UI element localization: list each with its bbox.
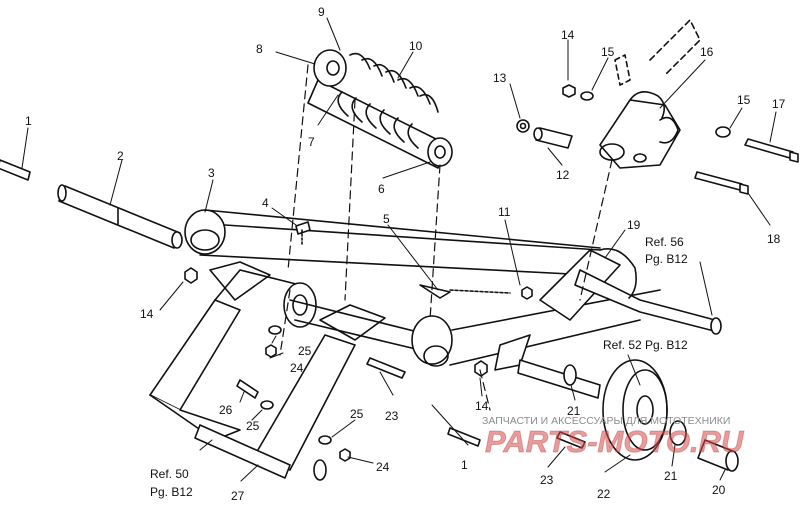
callout-26: 26 bbox=[219, 403, 233, 417]
callout-13: 13 bbox=[493, 71, 507, 85]
leader-lines bbox=[21, 17, 777, 482]
callout-1: 1 bbox=[25, 114, 32, 128]
callout-18: 18 bbox=[767, 232, 781, 246]
callout-1-lower: 1 bbox=[461, 458, 468, 472]
callout-25-middle: 25 bbox=[246, 419, 260, 433]
callout-25-lower: 25 bbox=[350, 407, 364, 421]
callout-8: 8 bbox=[256, 42, 263, 56]
callout-11: 11 bbox=[498, 205, 511, 219]
callout-12: 12 bbox=[556, 168, 570, 182]
callout-21-bottom: 21 bbox=[664, 469, 678, 483]
callout-2: 2 bbox=[117, 149, 124, 163]
reference-notes: Ref. 56 Pg. B12 Ref. 52 Pg. B12 Ref. 50 … bbox=[150, 235, 688, 499]
callout-15-right: 15 bbox=[737, 93, 751, 107]
callout-24-upper: 24 bbox=[290, 361, 304, 375]
ref-52: Ref. 52 Pg. B12 bbox=[603, 338, 688, 352]
callout-4: 4 bbox=[262, 196, 269, 210]
callout-5: 5 bbox=[383, 212, 390, 226]
watermark-caption: ЗАПЧАСТИ И АКСЕССУАРЫ ДЛЯ МОТОТЕХНИКИ bbox=[482, 415, 730, 427]
callout-6: 6 bbox=[378, 182, 385, 196]
callout-14-center: 14 bbox=[475, 399, 489, 413]
left-swing-arms bbox=[149, 261, 431, 481]
callout-7: 7 bbox=[308, 135, 315, 149]
callout-23-left: 23 bbox=[385, 409, 399, 423]
callout-14-top: 14 bbox=[561, 28, 575, 42]
callout-14-left: 14 bbox=[140, 307, 154, 321]
assembly-lines bbox=[279, 64, 613, 411]
callout-9: 9 bbox=[318, 5, 325, 19]
watermark: ЗАПЧАСТИ И АКСЕССУАРЫ ДЛЯ МОТОТЕХНИКИ PA… bbox=[482, 415, 745, 460]
ref-50-line1: Ref. 50 bbox=[150, 467, 189, 481]
callout-15-left: 15 bbox=[601, 45, 615, 59]
callout-22: 22 bbox=[597, 487, 611, 501]
callout-27: 27 bbox=[231, 489, 245, 503]
callout-3: 3 bbox=[208, 166, 215, 180]
watermark-logo: PARTS-MOTO.RU bbox=[485, 424, 745, 459]
rod-and-bolt bbox=[0, 159, 183, 249]
shock-absorber bbox=[307, 49, 453, 169]
callout-25-upper: 25 bbox=[298, 344, 312, 358]
hardware bbox=[184, 221, 586, 462]
ref-50-line2: Pg. B12 bbox=[150, 485, 193, 499]
callout-24-lower: 24 bbox=[376, 460, 390, 474]
callout-20: 20 bbox=[712, 483, 726, 497]
callout-17: 17 bbox=[772, 97, 786, 111]
upper-mount-bracket bbox=[516, 19, 799, 195]
callout-19: 19 bbox=[627, 218, 641, 232]
callout-10: 10 bbox=[409, 39, 423, 53]
ref-56-line1: Ref. 56 bbox=[645, 235, 684, 249]
callout-23-right: 23 bbox=[540, 473, 554, 487]
callout-labels: 1 2 3 4 5 6 7 8 9 10 11 12 13 14 14 14 1… bbox=[25, 5, 786, 503]
callout-16: 16 bbox=[700, 45, 714, 59]
idler-wheel bbox=[517, 359, 739, 472]
callout-21-top: 21 bbox=[567, 404, 581, 418]
ref-56-line2: Pg. B12 bbox=[645, 252, 688, 266]
